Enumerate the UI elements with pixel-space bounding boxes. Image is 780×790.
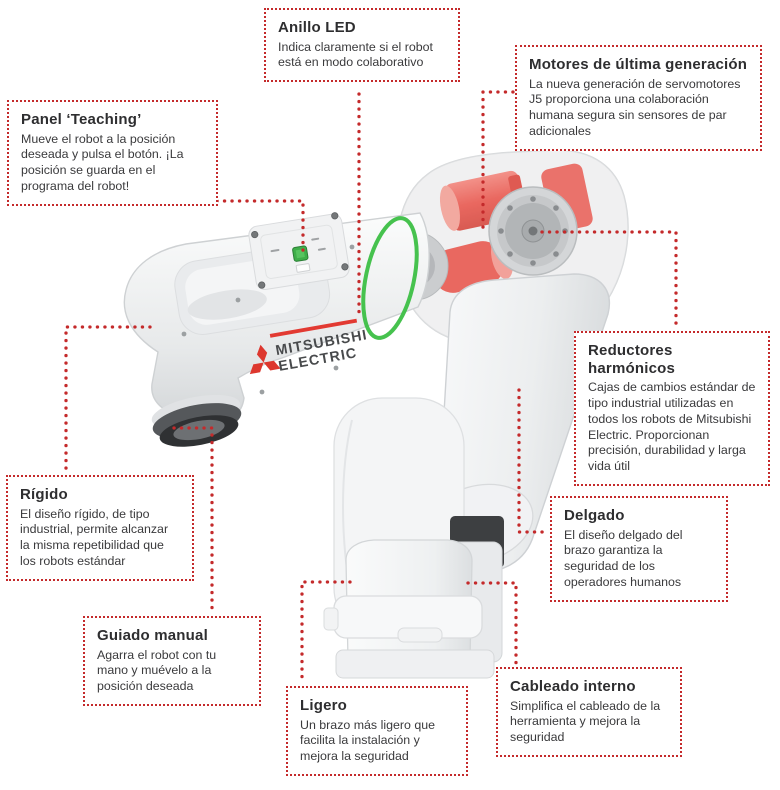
callout-delgado: Delgado El diseño delgado del brazo gara… bbox=[550, 496, 728, 602]
callout-body: Un brazo más ligero que facilita la inst… bbox=[300, 717, 435, 764]
callout-reductores-harmonicos: Reductores harmónicos Cajas de cambios e… bbox=[574, 331, 770, 486]
mitsubishi-three-diamonds-icon bbox=[249, 344, 281, 375]
callout-body: Simplifica el cableado de la herramienta… bbox=[510, 698, 661, 745]
callout-title: Panel ‘Teaching’ bbox=[21, 111, 142, 128]
callout-body: Indica claramente si el robot está en mo… bbox=[278, 39, 433, 70]
connector-ligero bbox=[300, 580, 352, 686]
connector-motores bbox=[481, 90, 515, 234]
robot-base bbox=[323, 516, 504, 679]
teaching-panel-labels bbox=[270, 237, 326, 253]
callout-title: Rígido bbox=[20, 486, 68, 503]
callout-body: La nueva generación de servomotores J5 p… bbox=[529, 76, 741, 138]
teaching-panel-tag bbox=[295, 263, 311, 273]
callout-rigido: Rígido El diseño rígido, de tipo industr… bbox=[6, 475, 194, 581]
base-collar-tab-front bbox=[397, 627, 443, 643]
connector-guiado bbox=[172, 426, 214, 616]
robot-illustration: MITSUBISHI ELECTRIC bbox=[123, 149, 629, 679]
callout-motores-ultima-generacion: Motores de última generación La nueva ge… bbox=[515, 45, 762, 151]
forearm: MITSUBISHI ELECTRIC bbox=[123, 212, 430, 447]
connector-reductores bbox=[540, 230, 678, 331]
connector-panel-teaching bbox=[215, 199, 305, 253]
brand-logo: MITSUBISHI ELECTRIC bbox=[249, 318, 369, 375]
brand-red-stripe bbox=[269, 318, 358, 338]
callout-title: Ligero bbox=[300, 697, 348, 714]
teaching-panel bbox=[248, 212, 350, 291]
connector-delgado bbox=[517, 388, 550, 534]
base-bottom-plate bbox=[335, 649, 495, 679]
callout-body: Mueve el robot a la posición deseada y p… bbox=[21, 131, 184, 193]
connector-lines bbox=[64, 90, 678, 686]
harmonic-gear-large bbox=[488, 186, 578, 276]
callout-panel-teaching: Panel ‘Teaching’ Mueve el robot a la pos… bbox=[7, 100, 218, 206]
base-collar-tab-left bbox=[323, 607, 339, 631]
callout-title: Guiado manual bbox=[97, 627, 208, 644]
callout-body: El diseño rígido, de tipo industrial, pe… bbox=[20, 506, 169, 568]
callout-cableado-interno: Cableado interno Simplifica el cableado … bbox=[496, 667, 682, 757]
led-ring bbox=[361, 216, 419, 340]
forearm-screws bbox=[181, 244, 355, 395]
callout-title: Motores de última generación bbox=[529, 56, 748, 73]
callout-guiado-manual: Guiado manual Agarra el robot con tu man… bbox=[83, 616, 261, 706]
callout-title: Delgado bbox=[564, 507, 625, 524]
callout-anillo-led: Anillo LED Indica claramente si el robot… bbox=[264, 8, 460, 83]
teaching-panel-screws bbox=[251, 212, 349, 289]
connector-cableado bbox=[466, 581, 518, 667]
callout-ligero: Ligero Un brazo más ligero que facilita … bbox=[286, 686, 468, 776]
callout-body: Agarra el robot con tu mano y muévelo a … bbox=[97, 647, 217, 694]
callout-title: Cableado interno bbox=[510, 678, 636, 695]
callout-body: El diseño delgado del brazo garantiza la… bbox=[564, 527, 683, 589]
callout-title: Anillo LED bbox=[278, 19, 356, 36]
connector-rigido bbox=[64, 325, 152, 475]
callout-body: Cajas de cambios estándar de tipo indust… bbox=[588, 380, 756, 474]
callout-title: Reductores harmónicos bbox=[588, 342, 676, 377]
